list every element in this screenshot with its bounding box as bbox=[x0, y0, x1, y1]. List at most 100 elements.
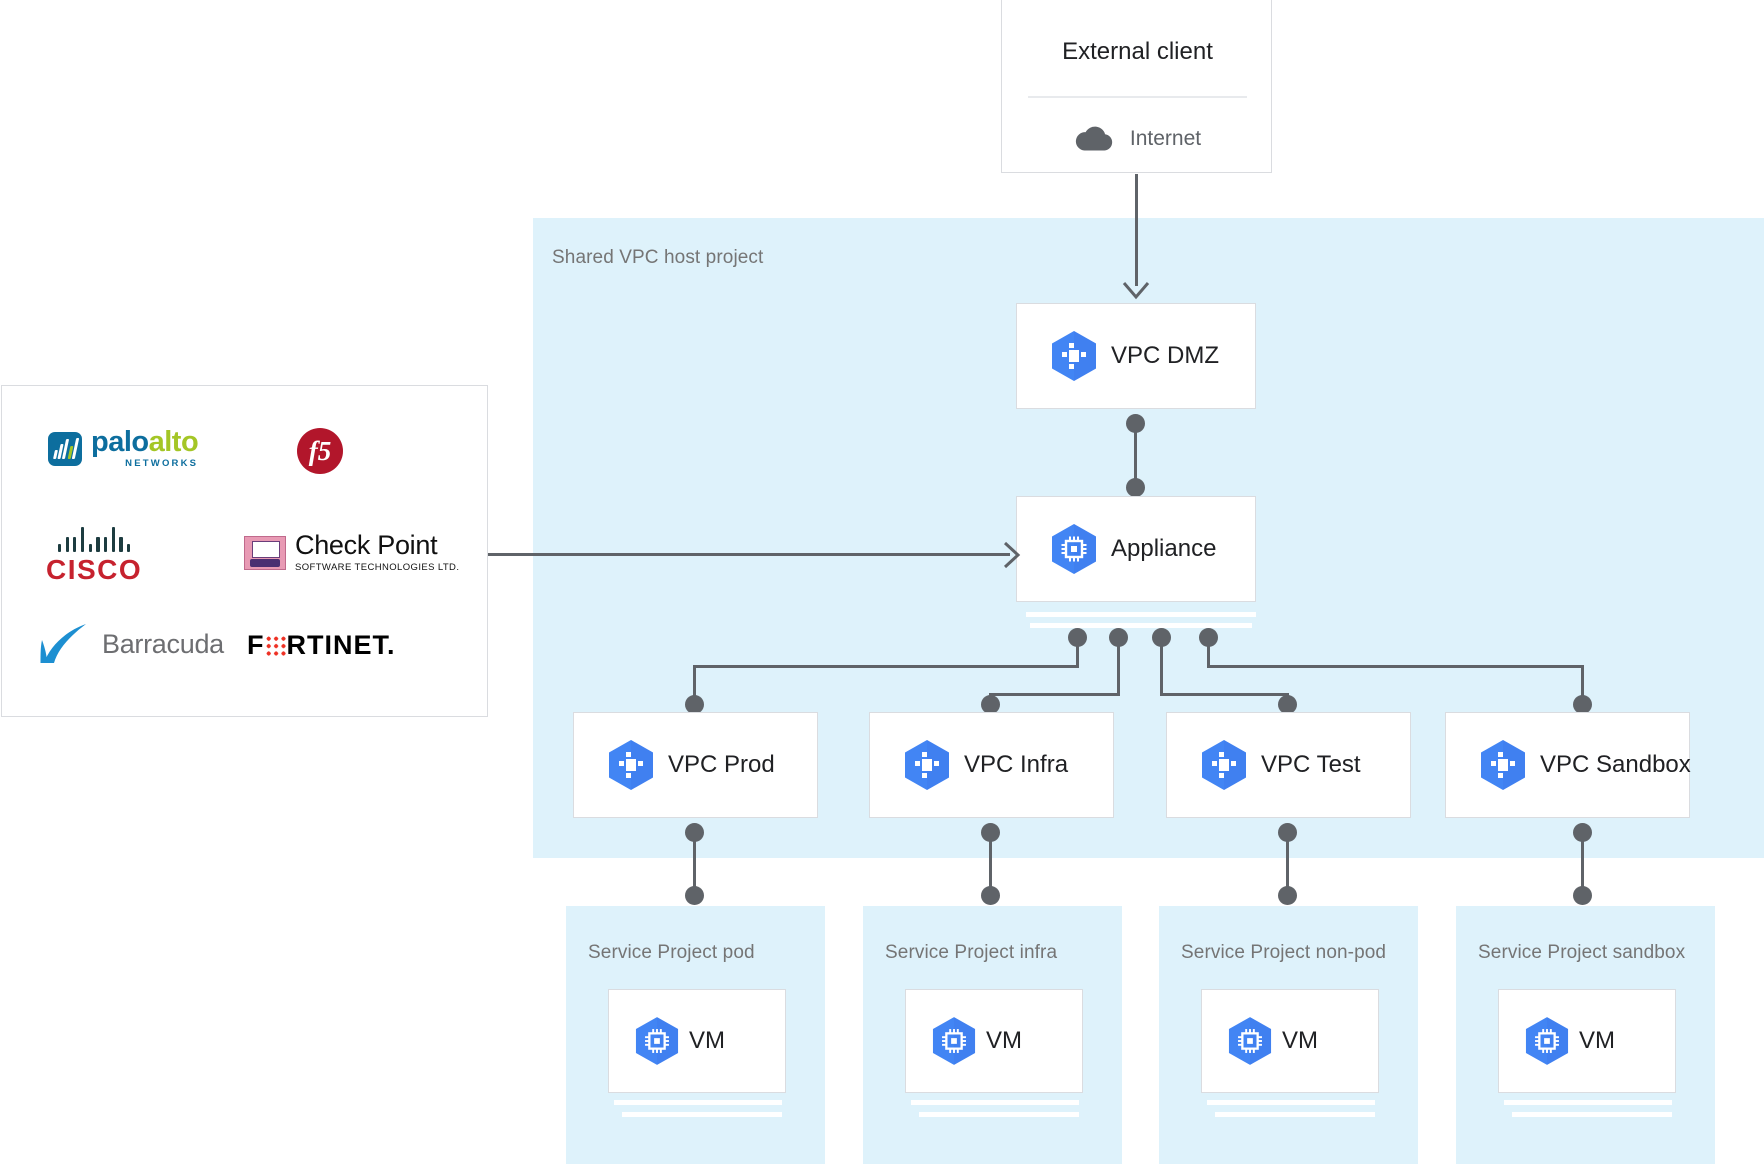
node-vm-sandbox-label: VM bbox=[1579, 1027, 1615, 1054]
external-client-divider bbox=[1028, 96, 1247, 98]
connector-dot-test-top bbox=[1278, 695, 1297, 714]
fortinet-wordmark-a: F bbox=[247, 630, 265, 660]
service-project-pod-label: Service Project pod bbox=[588, 942, 755, 963]
node-vpc-prod-label: VPC Prod bbox=[668, 751, 775, 778]
connector-appliance-to-sandbox-stub bbox=[1207, 637, 1210, 667]
connector-appliance-to-test-h bbox=[1160, 693, 1289, 696]
connector-sandbox-to-svc bbox=[1581, 829, 1584, 891]
connector-appliance-to-test-stub bbox=[1160, 637, 1163, 695]
connector-appliance-to-prod-h bbox=[693, 665, 1079, 668]
node-vpc-infra[interactable]: VPC Infra bbox=[869, 712, 1114, 818]
node-vm-pod[interactable]: VM bbox=[608, 989, 786, 1093]
service-project-pod-panel: Service Project pod VM bbox=[566, 906, 825, 1164]
connector-dot-infra-top bbox=[981, 695, 1000, 714]
connector-dmz-to-appliance bbox=[1134, 420, 1137, 482]
connector-dot-svc-pod-top bbox=[685, 886, 704, 905]
node-vpc-infra-label: VPC Infra bbox=[964, 751, 1069, 778]
connector-dot-appliance-top bbox=[1126, 478, 1145, 497]
vendor-logo-f5: f5 bbox=[297, 428, 343, 474]
cisco-bars-icon bbox=[57, 526, 131, 552]
connector-infra-to-svc bbox=[989, 829, 992, 891]
node-vpc-test-label: VPC Test bbox=[1261, 751, 1361, 778]
service-project-pod-stripe-2 bbox=[622, 1112, 782, 1117]
service-project-infra-stripe-2 bbox=[919, 1112, 1079, 1117]
vpc-icon bbox=[609, 740, 653, 790]
appliance-chip-icon bbox=[1052, 524, 1096, 574]
external-client-card: External client Internet bbox=[1001, 0, 1272, 173]
node-vpc-dmz-label: VPC DMZ bbox=[1111, 342, 1219, 369]
shared-vpc-host-panel-label: Shared VPC host project bbox=[552, 247, 764, 268]
node-vpc-prod[interactable]: VPC Prod bbox=[573, 712, 818, 818]
service-project-non-pod-panel: Service Project non-pod VM bbox=[1159, 906, 1418, 1164]
node-vm-infra-label: VM bbox=[986, 1027, 1022, 1054]
connector-dot-svc-sandbox-top bbox=[1573, 886, 1592, 905]
connector-external-to-dmz bbox=[1135, 174, 1138, 286]
vendor-logo-palo-alto: paloalto NETWORKS bbox=[48, 426, 199, 469]
fortinet-dot-matrix-icon bbox=[264, 634, 287, 657]
cisco-wordmark: CISCO bbox=[46, 554, 143, 585]
node-appliance[interactable]: Appliance bbox=[1016, 496, 1256, 602]
fortinet-wordmark-b: RTINET. bbox=[286, 630, 396, 660]
connector-appliance-to-prod-drop bbox=[693, 665, 696, 699]
service-project-sandbox-stripe-2 bbox=[1512, 1112, 1672, 1117]
appliance-vendor-box: paloalto NETWORKS f5 CISCO Check Point S… bbox=[1, 385, 488, 717]
connector-appliance-to-prod-stub bbox=[1076, 637, 1079, 667]
vpc-icon bbox=[1052, 331, 1096, 381]
vm-chip-icon bbox=[1228, 1017, 1272, 1065]
cloud-icon bbox=[1075, 126, 1113, 151]
palo-alto-wordmark: paloalto bbox=[91, 426, 199, 458]
service-project-sandbox-panel: Service Project sandbox VM bbox=[1456, 906, 1715, 1164]
node-vm-pod-label: VM bbox=[689, 1027, 725, 1054]
arrowhead-external-to-dmz bbox=[1122, 282, 1150, 300]
node-vm-sandbox[interactable]: VM bbox=[1498, 989, 1676, 1093]
connector-appliance-to-infra-stub bbox=[1117, 637, 1120, 695]
service-project-sandbox-stripe-1 bbox=[1504, 1100, 1672, 1105]
vm-chip-icon bbox=[635, 1017, 679, 1065]
arrowhead-vendors-to-appliance bbox=[1003, 541, 1021, 569]
vendor-logo-fortinet: F RTINET. bbox=[247, 630, 396, 661]
connector-dot-svc-infra-top bbox=[981, 886, 1000, 905]
connector-test-to-svc bbox=[1286, 829, 1289, 891]
node-vm-non-pod-label: VM bbox=[1282, 1027, 1318, 1054]
node-vpc-dmz[interactable]: VPC DMZ bbox=[1016, 303, 1256, 409]
connector-dot-prod-top bbox=[685, 695, 704, 714]
barracuda-fin-icon bbox=[40, 624, 86, 663]
service-project-non-pod-stripe-1 bbox=[1207, 1100, 1375, 1105]
vpc-icon bbox=[1481, 740, 1525, 790]
connector-appliance-to-sandbox-drop bbox=[1581, 665, 1584, 699]
service-project-pod-stripe-1 bbox=[614, 1100, 782, 1105]
vm-chip-icon bbox=[1525, 1017, 1569, 1065]
palo-alto-badge-icon bbox=[48, 431, 82, 466]
connector-prod-to-svc bbox=[693, 829, 696, 891]
connector-appliance-to-sandbox-h bbox=[1207, 665, 1584, 668]
barracuda-wordmark: Barracuda bbox=[102, 628, 224, 659]
service-project-infra-label: Service Project infra bbox=[885, 942, 1058, 963]
service-project-non-pod-label: Service Project non-pod bbox=[1181, 942, 1387, 963]
palo-alto-subtitle: NETWORKS bbox=[125, 458, 199, 469]
vpc-icon bbox=[1202, 740, 1246, 790]
node-vm-non-pod[interactable]: VM bbox=[1201, 989, 1379, 1093]
vendor-logo-cisco: CISCO bbox=[46, 526, 142, 584]
f5-mark-icon: f5 bbox=[297, 428, 343, 474]
node-vm-infra[interactable]: VM bbox=[905, 989, 1083, 1093]
external-client-network-label: Internet bbox=[1129, 127, 1202, 150]
service-project-infra-panel: Service Project infra VM bbox=[863, 906, 1122, 1164]
vm-chip-icon bbox=[932, 1017, 976, 1065]
appliance-stripe-2 bbox=[1030, 623, 1252, 628]
node-vpc-sandbox-label: VPC Sandbox bbox=[1540, 751, 1691, 778]
vendor-logo-barracuda: Barracuda bbox=[40, 622, 224, 666]
service-project-sandbox-label: Service Project sandbox bbox=[1478, 942, 1686, 963]
external-client-title: External client bbox=[1062, 38, 1213, 65]
node-appliance-label: Appliance bbox=[1111, 535, 1217, 562]
vendor-logo-check-point: Check Point SOFTWARE TECHNOLOGIES LTD. bbox=[244, 532, 459, 573]
service-project-non-pod-stripe-2 bbox=[1215, 1112, 1375, 1117]
check-point-wordmark: Check Point bbox=[295, 530, 438, 560]
external-client-network-row: Internet bbox=[1002, 120, 1273, 158]
connector-vendors-to-appliance bbox=[487, 553, 1010, 556]
check-point-subtitle: SOFTWARE TECHNOLOGIES LTD. bbox=[295, 562, 460, 573]
node-vpc-test[interactable]: VPC Test bbox=[1166, 712, 1411, 818]
node-vpc-sandbox[interactable]: VPC Sandbox bbox=[1445, 712, 1691, 818]
connector-appliance-to-infra-h bbox=[989, 693, 1120, 696]
vpc-icon bbox=[905, 740, 949, 790]
